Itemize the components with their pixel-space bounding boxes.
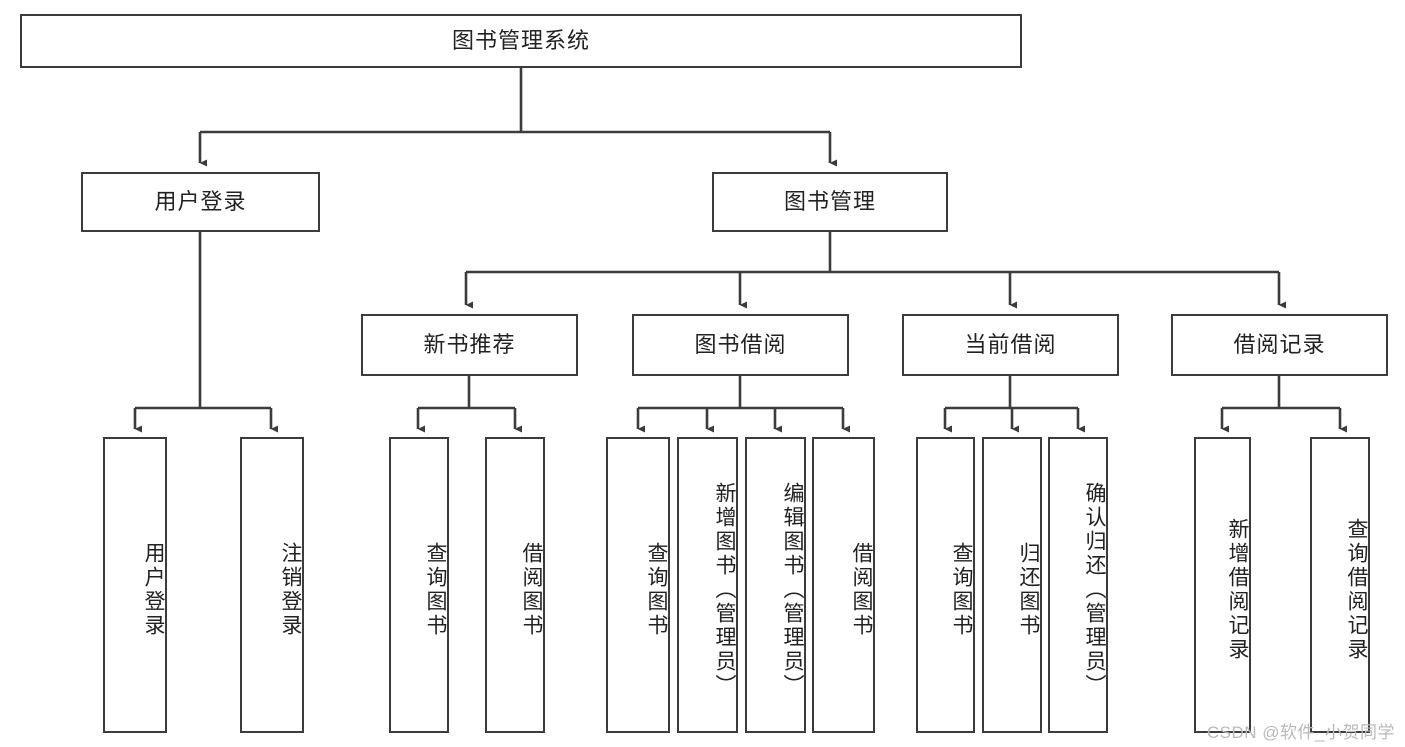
node-borrow-record[interactable]: 借阅记录 [1171,314,1388,376]
leaf-book-borrow-edit-book-admin[interactable]: 编辑图书（管理员） [745,437,806,733]
leaf-borrow-record-query-record[interactable]: 查询借阅记录 [1310,437,1370,733]
node-book-management[interactable]: 图书管理 [712,172,948,232]
leaf-book-borrow-borrow-book[interactable]: 借阅图书 [812,437,875,733]
leaf-current-borrow-confirm-return-admin[interactable]: 确认归还（管理员） [1048,437,1108,733]
node-label: 借阅图书 [850,542,873,638]
leaf-current-borrow-return-book[interactable]: 归还图书 [982,437,1042,733]
leaf-user-login-logout[interactable]: 注销登录 [240,437,304,733]
node-label: 图书管理系统 [451,28,590,54]
node-label: 图书管理 [783,189,876,215]
node-label: 查询图书 [950,542,973,638]
node-label: 归还图书 [1017,542,1040,638]
node-label: 新增图书（管理员） [713,482,736,698]
leaf-book-borrow-add-book-admin[interactable]: 新增图书（管理员） [677,437,738,733]
node-root-book-management-system[interactable]: 图书管理系统 [20,14,1022,68]
leaf-user-login-login[interactable]: 用户登录 [103,437,167,733]
node-label: 查询图书 [645,542,668,638]
node-label: 编辑图书（管理员） [781,482,804,698]
leaf-new-book-borrow-book[interactable]: 借阅图书 [485,437,545,733]
node-label: 新增借阅记录 [1226,518,1249,662]
leaf-current-borrow-query-book[interactable]: 查询图书 [916,437,975,733]
leaf-book-borrow-query-book[interactable]: 查询图书 [606,437,670,733]
node-label: 借阅图书 [520,542,543,638]
node-label: 用户登录 [142,542,165,638]
leaf-borrow-record-add-record[interactable]: 新增借阅记录 [1194,437,1251,733]
node-label: 注销登录 [279,542,302,638]
node-current-borrow[interactable]: 当前借阅 [902,314,1119,376]
node-label: 查询图书 [424,542,447,638]
node-label: 当前借阅 [964,332,1057,358]
node-label: 查询借阅记录 [1345,518,1368,662]
watermark-text: CSDN @软件_小贺同学 [1206,723,1395,742]
node-book-borrow[interactable]: 图书借阅 [632,314,849,376]
node-label: 新书推荐 [423,332,516,358]
node-label: 用户登录 [154,189,247,215]
node-user-login[interactable]: 用户登录 [81,172,320,232]
node-label: 图书借阅 [694,332,787,358]
node-label: 借阅记录 [1233,332,1326,358]
node-new-book-recommend[interactable]: 新书推荐 [361,314,578,376]
leaf-new-book-query-book[interactable]: 查询图书 [389,437,449,733]
node-label: 确认归还（管理员） [1083,482,1106,698]
